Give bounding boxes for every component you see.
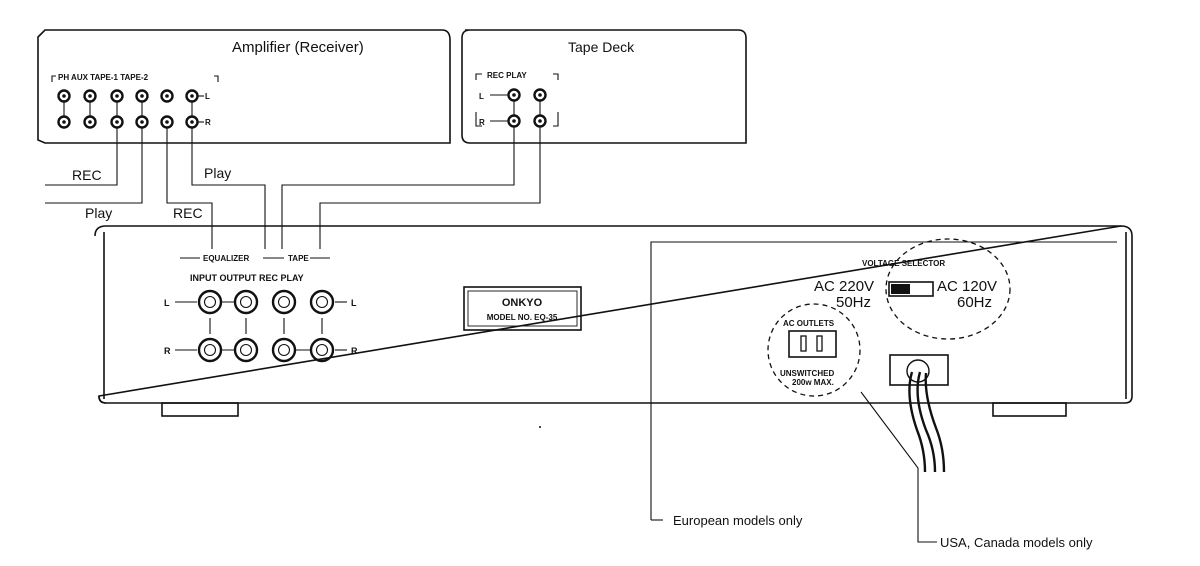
tape-deck-right-label: R (479, 118, 485, 127)
jack-l (135, 89, 149, 103)
unit-jacks-left (197, 289, 335, 315)
voltage-selector-switch[interactable] (888, 281, 934, 297)
cable-label-play: Play (204, 165, 231, 181)
jack-r (110, 115, 124, 129)
unit-foot (992, 402, 1067, 417)
jack-l (309, 289, 335, 315)
jack-l (185, 89, 199, 103)
jack-l (83, 89, 97, 103)
jack-r (507, 114, 521, 128)
brand-logo: ONKYO (502, 297, 543, 309)
equalizer-jacks-section: EQUALIZER TAPE INPUT OUTPUT REC PLAY L R… (164, 254, 358, 363)
jack-r (271, 337, 297, 363)
voltage-selector-area (885, 238, 1011, 340)
jack-r (160, 115, 174, 129)
cable-label-rec: REC (173, 205, 203, 221)
jack-l (57, 89, 71, 103)
equalizer-label: EQUALIZER (203, 254, 249, 263)
power-section: VOLTAGE SELECTOR AC 220V 50Hz AC 120V 60… (650, 238, 1117, 543)
ac-220-label: AC 220V (814, 278, 874, 295)
cable-label-rec: REC (72, 167, 102, 183)
jack-r (233, 337, 259, 363)
jack-r (309, 337, 335, 363)
amplifier-panel: Amplifier (Receiver) PH AUX TAPE-1 TAPE-… (37, 29, 451, 144)
tape-deck-jacks-label: REC PLAY (487, 71, 527, 80)
jack-r (197, 337, 223, 363)
model-number: MODEL NO. EQ-35 (487, 313, 558, 322)
jack-l (160, 89, 174, 103)
usa-canada-models-note: USA, Canada models only (940, 535, 1093, 550)
voltage-selector-label: VOLTAGE SELECTOR (862, 259, 945, 268)
tape-label: TAPE (288, 254, 309, 263)
jack-r (533, 114, 547, 128)
amplifier-left-label: L (205, 92, 210, 101)
amplifier-title: Amplifier (Receiver) (232, 39, 364, 56)
ac-outlet (788, 330, 837, 358)
jack-columns-label: INPUT OUTPUT REC PLAY (190, 273, 304, 283)
max-power-label: 200w MAX. (792, 378, 834, 387)
tape-deck-title: Tape Deck (568, 39, 635, 55)
hz-60-label: 60Hz (957, 294, 992, 311)
jack-r (57, 115, 71, 129)
hz-50-label: 50Hz (836, 294, 871, 311)
ac-outlets-area (767, 303, 861, 397)
european-models-note: European models only (673, 513, 803, 528)
power-cord (889, 354, 949, 473)
amplifier-right-label: R (205, 118, 211, 127)
unit-foot (161, 402, 239, 417)
tape-deck-jacks (507, 88, 547, 128)
amplifier-jacks (57, 89, 199, 129)
jack-l (197, 289, 223, 315)
jack-r (83, 115, 97, 129)
unswitched-label: UNSWITCHED (780, 369, 834, 378)
cable-label-play: Play (85, 205, 112, 221)
amplifier-jacks-label: PH AUX TAPE-1 TAPE-2 (58, 73, 149, 82)
unit-right-label: R (164, 346, 171, 356)
ac-outlets-label: AC OUTLETS (783, 319, 835, 328)
jack-r (135, 115, 149, 129)
unit-left-label: L (351, 298, 357, 308)
jack-l (271, 289, 297, 315)
jack-l (507, 88, 521, 102)
unit-right-label: R (351, 346, 358, 356)
unit-left-label: L (164, 298, 170, 308)
model-nameplate: ONKYO MODEL NO. EQ-35 (463, 286, 582, 331)
jack-l (110, 89, 124, 103)
tape-deck-panel: Tape Deck REC PLAY L R (461, 29, 747, 144)
unit-jacks-right (197, 337, 335, 363)
cable-lines (45, 127, 541, 249)
tape-deck-left-label: L (479, 92, 484, 101)
ac-120-label: AC 120V (937, 278, 997, 295)
equalizer-unit (94, 225, 1133, 417)
jack-l (533, 88, 547, 102)
jack-l (233, 289, 259, 315)
jack-r (185, 115, 199, 129)
